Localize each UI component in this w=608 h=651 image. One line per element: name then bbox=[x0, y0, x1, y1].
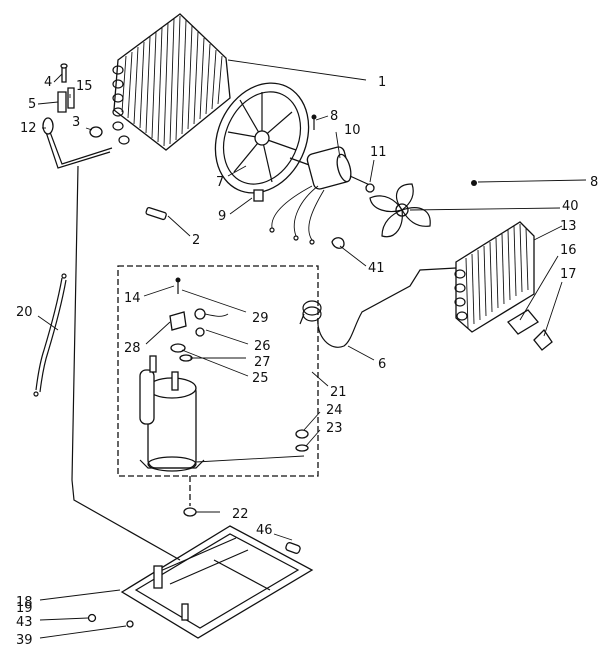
callout-15: 15 bbox=[76, 79, 93, 94]
drain-valve bbox=[57, 87, 75, 113]
callout-43: 43 bbox=[16, 615, 33, 630]
retainer-clip bbox=[170, 343, 186, 353]
filter bbox=[507, 309, 539, 335]
callout-25: 25 bbox=[252, 371, 269, 386]
bolt bbox=[175, 277, 181, 294]
callout-28: 28 bbox=[124, 341, 141, 356]
compressor bbox=[139, 355, 205, 472]
screw bbox=[87, 613, 97, 623]
retainer bbox=[331, 237, 345, 249]
callout-12: 12 bbox=[20, 121, 37, 136]
wiring-harness bbox=[33, 273, 67, 397]
mounting-bolt bbox=[145, 206, 167, 221]
callout-1: 1 bbox=[378, 75, 386, 90]
grommet bbox=[195, 327, 205, 337]
callout-18: 18 bbox=[16, 595, 33, 610]
connecting-line bbox=[71, 165, 181, 561]
drain-cap bbox=[89, 126, 103, 138]
screw bbox=[126, 620, 134, 628]
callout-17: 17 bbox=[560, 267, 577, 282]
callout-7: 7 bbox=[216, 175, 224, 190]
callout-10: 10 bbox=[344, 123, 361, 138]
callout-6: 6 bbox=[378, 357, 386, 372]
callout-23: 23 bbox=[326, 421, 343, 436]
tubing-assembly bbox=[42, 117, 113, 169]
callout-46: 46 bbox=[256, 523, 273, 538]
callout-13: 13 bbox=[560, 219, 577, 234]
base-pan bbox=[120, 525, 314, 639]
capillary-tube bbox=[299, 267, 457, 348]
terminal-cover bbox=[169, 311, 187, 331]
callout-41: 41 bbox=[368, 261, 385, 276]
callout-20: 20 bbox=[16, 305, 33, 320]
blower-wheel bbox=[369, 183, 431, 238]
callout-29: 29 bbox=[252, 311, 269, 326]
screw bbox=[471, 180, 477, 186]
leader-lines bbox=[37, 59, 587, 639]
callout-8-right: 8 bbox=[590, 175, 598, 190]
callout-39: 39 bbox=[16, 633, 33, 648]
callout-3: 3 bbox=[72, 115, 80, 130]
drain-plug bbox=[285, 542, 301, 554]
callout-27: 27 bbox=[254, 355, 271, 370]
nut bbox=[365, 183, 375, 193]
callout-8-top: 8 bbox=[330, 109, 338, 124]
compressor-group-box bbox=[117, 265, 319, 477]
callout-16: 16 bbox=[560, 243, 577, 258]
leader-line bbox=[195, 455, 305, 463]
callout-21: 21 bbox=[330, 385, 347, 400]
drain-plug bbox=[60, 63, 68, 83]
callout-11: 11 bbox=[370, 145, 387, 160]
callout-9: 9 bbox=[218, 209, 226, 224]
callout-26: 26 bbox=[254, 339, 271, 354]
mounting-washer bbox=[295, 444, 309, 452]
clip bbox=[253, 189, 264, 202]
callout-22: 22 bbox=[232, 507, 249, 522]
condenser-coil bbox=[112, 13, 231, 151]
callout-2: 2 bbox=[192, 233, 200, 248]
callout-40: 40 bbox=[562, 199, 579, 214]
callout-5: 5 bbox=[28, 97, 36, 112]
callout-19: 19 bbox=[16, 601, 33, 616]
thermostat-bulb bbox=[533, 328, 553, 351]
callout-labels: 1 2 3 4 5 6 7 8 8 9 10 11 12 13 14 15 16… bbox=[16, 75, 598, 648]
mounting-nut bbox=[295, 429, 309, 439]
evaporator-coil bbox=[454, 221, 535, 333]
callout-24: 24 bbox=[326, 403, 343, 418]
screw bbox=[311, 114, 317, 130]
callout-4: 4 bbox=[44, 75, 52, 90]
fan-shroud bbox=[214, 82, 310, 194]
grommet bbox=[183, 476, 197, 517]
callout-14: 14 bbox=[124, 291, 141, 306]
overload-protector bbox=[194, 308, 229, 320]
